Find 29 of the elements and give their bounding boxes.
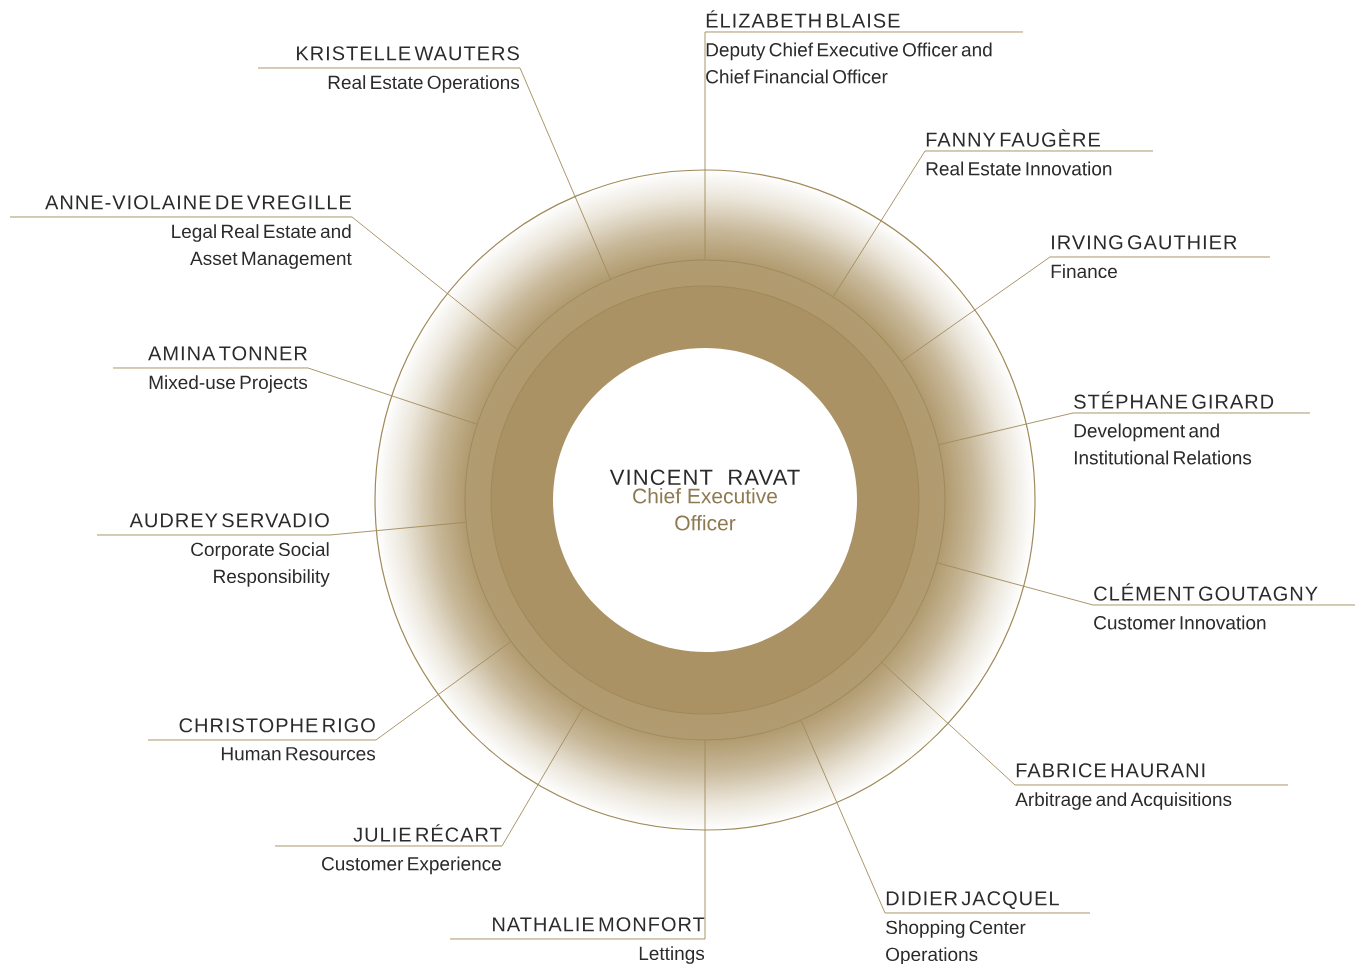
person-label: CLÉMENT GOUTAGNY Customer Innovation — [1092, 583, 1356, 630]
ring — [464, 259, 946, 741]
leader-line — [901, 256, 1051, 362]
leader-line — [307, 367, 478, 425]
person-label: CHRISTOPHE RIGO Human Resources — [147, 718, 377, 761]
person-label: ANNE-VIOLAINE DE VREGILLE Legal Real Estate and Asset Management — [9, 195, 353, 269]
leader-line — [881, 662, 1016, 786]
leader-line — [375, 641, 512, 741]
leader-line — [938, 412, 1074, 446]
person-label: ÉLIZABETH BLAISE Deputy Chief Executive Officer and Chief Financial Officer — [704, 10, 1024, 84]
leader-line — [704, 740, 706, 940]
person-label: IRVING GAUTHIER Finance — [1049, 235, 1271, 279]
person-label: FABRICE HAURANI Arbitrage and Acquisitions — [1014, 763, 1289, 810]
person-label: DIDIER JACQUEL Shopping Center Operations — [884, 891, 1091, 964]
person-label: JULIE RÉCART Customer Experience — [274, 824, 503, 875]
leader-line — [351, 216, 518, 350]
leader-line — [329, 521, 466, 536]
leader-line — [501, 706, 584, 847]
person-label: STÉPHANE GIRARD Development and Institutional Relations — [1072, 391, 1311, 465]
leader-line — [936, 562, 1094, 606]
person-label: AUDREY SERVADIO Corporate Social Responsibility — [96, 513, 331, 587]
leader-line — [832, 150, 926, 297]
leader-line — [704, 31, 706, 260]
leader-line — [519, 67, 611, 280]
person-label: AMINA TONNER Mixed-use Projects — [112, 346, 309, 393]
person-label: NATHALIE MONFORT Lettings — [449, 917, 706, 964]
person-label: FANNY FAUGÈRE Real Estate Innovation — [924, 129, 1154, 176]
leader-line — [800, 720, 886, 914]
person-label: KRISTELLE WAUTERS Real Estate Operations — [257, 46, 521, 93]
